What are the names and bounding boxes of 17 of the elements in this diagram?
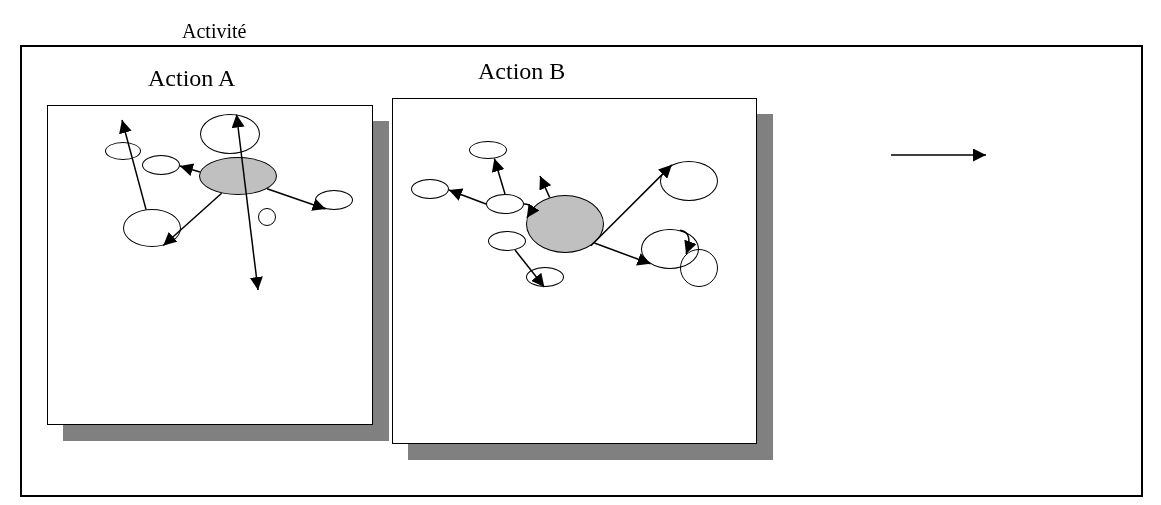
arrow <box>266 187 327 211</box>
arrow <box>593 242 652 266</box>
arrow <box>491 157 506 195</box>
arrow <box>448 188 487 205</box>
panel-heading: Action B <box>478 59 566 83</box>
arrow <box>119 119 147 211</box>
arrow <box>514 249 546 288</box>
arrow <box>231 113 263 291</box>
arrow <box>590 164 673 247</box>
panel-heading: Action A <box>148 66 236 90</box>
arrow <box>539 175 552 199</box>
ellipse-shape <box>198 156 277 195</box>
arrow <box>679 229 697 255</box>
arrow <box>523 203 540 219</box>
arrow <box>179 163 201 176</box>
frame-heading: Activité <box>182 21 247 41</box>
arrow <box>162 192 223 247</box>
